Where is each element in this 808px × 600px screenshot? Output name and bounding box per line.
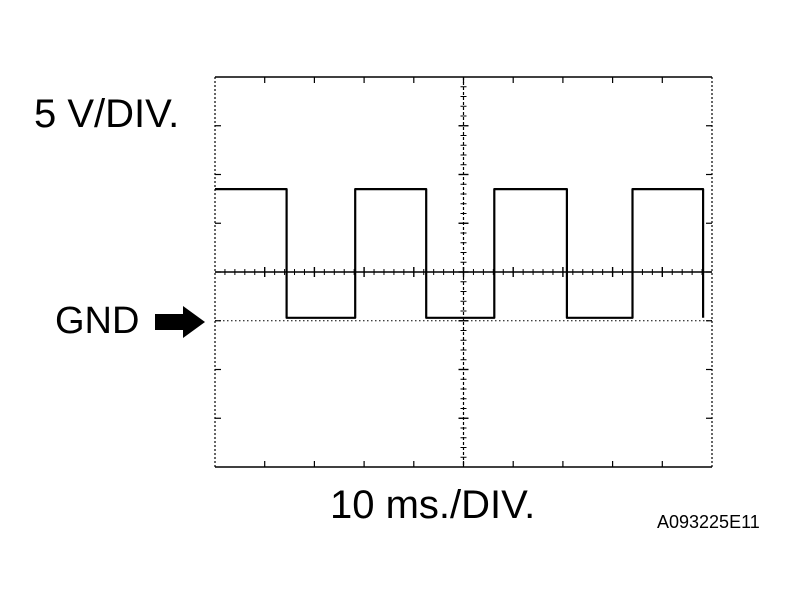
ground-label: GND (55, 300, 140, 342)
right-arrow-icon (155, 306, 205, 338)
voltage-scale-label: 5 V/DIV. (34, 92, 180, 136)
graticule (214, 76, 713, 468)
time-scale-label: 10 ms./DIV. (330, 483, 536, 527)
figure-code: A093225E11 (657, 512, 760, 532)
signal-trace (215, 188, 705, 319)
